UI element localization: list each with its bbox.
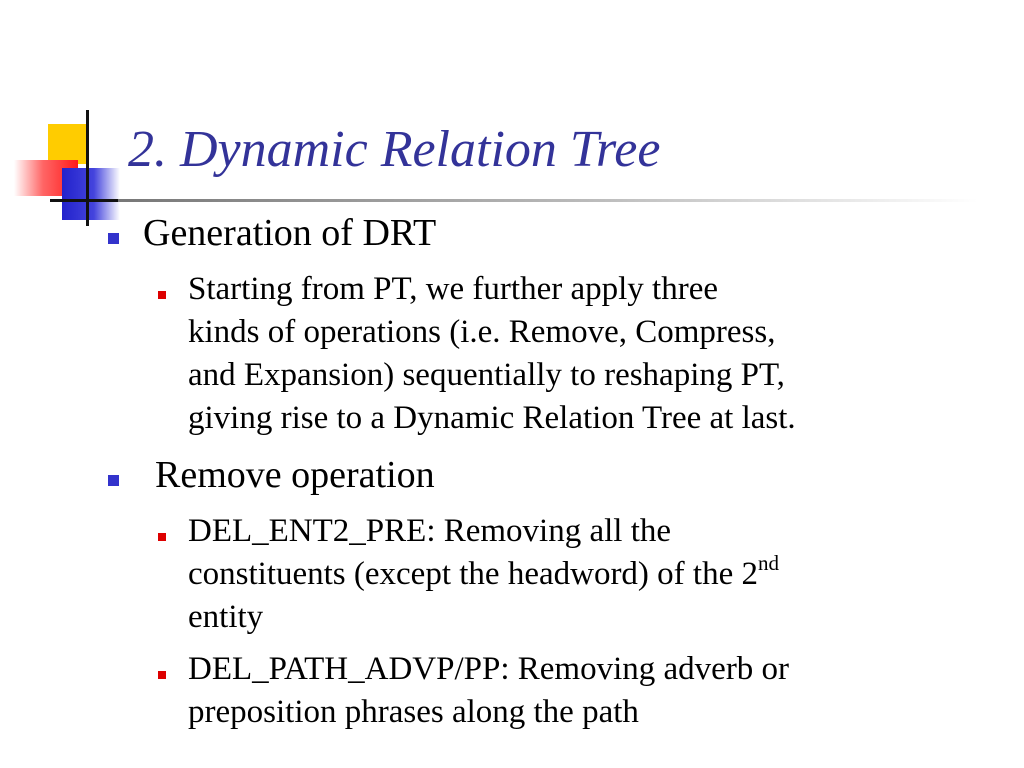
text-line: kinds of operations (i.e. Remove, Compre… [188, 314, 776, 350]
corner-logo-icon [0, 0, 140, 230]
text-line: and Expansion) sequentially to reshaping… [188, 357, 785, 393]
text-line-main: constituents (except the headword) of th… [188, 556, 758, 592]
logo-blue-square [62, 168, 120, 220]
text-line: entity [188, 599, 264, 635]
logo-horizontal-line [50, 199, 120, 202]
text-line: preposition phrases along the path [188, 694, 639, 730]
text-line: DEL_PATH_ADVP/PP: Removing adverb or [188, 651, 790, 687]
title-divider [118, 199, 978, 202]
slide-title: 2. Dynamic Relation Tree [128, 121, 661, 178]
sub-bullet-square-icon [158, 291, 166, 299]
bullet-generation-of-drt: Generation of DRT [143, 212, 437, 254]
bullet-square-icon [108, 475, 119, 486]
sub-bullet-del-ent2-pre: DEL_ENT2_PRE: Removing all the constitue… [188, 510, 1008, 639]
text-line: DEL_ENT2_PRE: Removing all the [188, 513, 672, 549]
bullet-square-icon [108, 233, 119, 244]
ordinal-suffix: nd [757, 551, 779, 575]
logo-yellow-square [48, 124, 86, 164]
sub-bullet-del-path-advp-pp: DEL_PATH_ADVP/PP: Removing adverb or pre… [188, 648, 1008, 734]
bullet-remove-operation: Remove operation [155, 454, 435, 496]
sub-bullet-square-icon [158, 671, 166, 679]
text-line: constituents (except the headword) of th… [188, 553, 1008, 596]
text-line: giving rise to a Dynamic Relation Tree a… [188, 400, 796, 436]
sub-bullet-starting-from-pt: Starting from PT, we further apply three… [188, 268, 1008, 440]
logo-vertical-line [86, 110, 89, 226]
text-line: Starting from PT, we further apply three [188, 271, 718, 307]
sub-bullet-square-icon [158, 533, 166, 541]
